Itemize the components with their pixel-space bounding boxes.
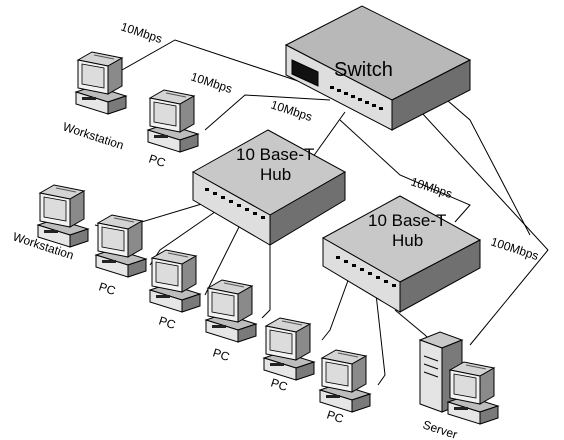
hub-2-label-line1: 10 Base-T xyxy=(368,211,446,230)
speed-label-hub-1: 10Mbps xyxy=(269,98,314,125)
hub-2-device: 10 Base-T Hub xyxy=(321,195,482,313)
cable-hub2-switch xyxy=(339,119,471,223)
pc-top-label: PC xyxy=(147,152,167,171)
speed-label-pc-top: 10Mbps xyxy=(189,70,234,97)
pc-top-computer xyxy=(147,89,199,153)
server-label: Server xyxy=(421,418,459,440)
hub-1-device: 10 Base-T Hub xyxy=(191,129,347,246)
pc-3-computer xyxy=(205,279,257,343)
switch-label: Switch xyxy=(334,59,393,81)
hub-2-ports xyxy=(336,256,396,287)
pc-4-label: PC xyxy=(269,376,289,395)
hub-1-label-line2: Hub xyxy=(260,165,291,184)
workstation-left-computer xyxy=(37,184,89,248)
speed-label-server: 100Mbps xyxy=(489,235,540,264)
hub-1-label-line1: 10 Base-T xyxy=(236,145,314,164)
pc-3-label: PC xyxy=(211,346,231,365)
pc-2-computer xyxy=(149,249,201,313)
cable-hub2-pc5 xyxy=(374,284,386,386)
cable-hub1-pc3 xyxy=(261,225,271,319)
server-monitor-computer xyxy=(447,361,499,425)
cable-hub1-pc2 xyxy=(204,214,246,296)
pc-1-label: PC xyxy=(97,280,117,299)
cable-hub2-pc4 xyxy=(321,274,351,341)
cable-ws-top-switch xyxy=(121,39,311,86)
pc-2-label: PC xyxy=(157,314,177,333)
speed-label-hub-2: 10Mbps xyxy=(409,175,454,202)
hub-2-label-line2: Hub xyxy=(392,231,423,250)
pc-5-label: PC xyxy=(325,408,345,427)
workstation-top-label: Workstation xyxy=(61,120,125,153)
workstation-top-computer xyxy=(75,51,127,115)
pc-5-computer xyxy=(319,349,371,413)
cable-server-switch xyxy=(409,99,549,346)
hub-1-ports xyxy=(205,188,265,219)
switch-device: Switch xyxy=(284,5,472,131)
pc-1-computer xyxy=(95,214,147,278)
switch-ports xyxy=(330,86,383,110)
speed-label-workstation-top: 10Mbps xyxy=(119,20,164,47)
pc-4-computer xyxy=(263,317,315,381)
cable-pc-top-switch xyxy=(204,94,331,131)
